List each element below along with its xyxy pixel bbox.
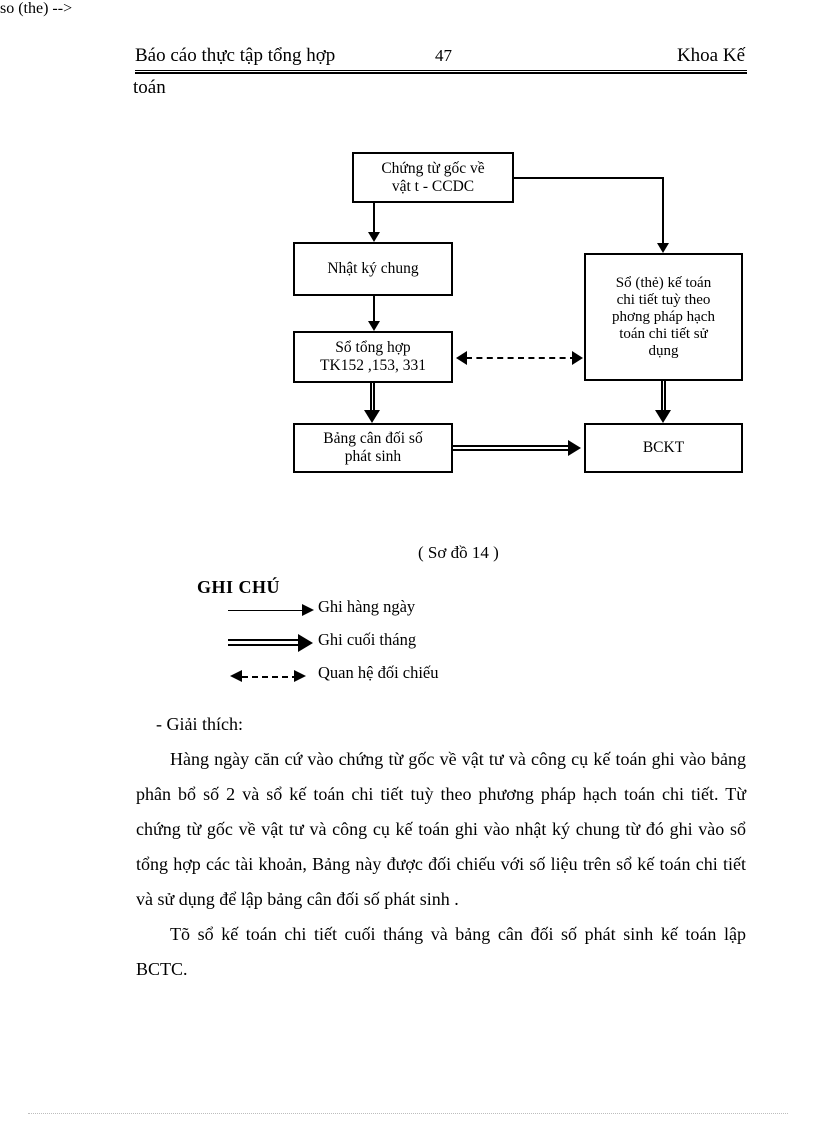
dashed-arrowhead-right-icon <box>294 670 306 682</box>
header-title-right: Khoa Kế <box>676 45 745 66</box>
legend-item-label: Ghi hàng ngày <box>318 597 416 616</box>
legend-item-label: Ghi cuối tháng <box>318 630 417 649</box>
arrowhead-chungtu-nhatky <box>368 232 380 242</box>
node-bang-can-doi-label: Bảng cân đối số phát sinh <box>323 430 423 465</box>
node-chung-tu-goc: Chứng từ gốc về vật t - CCDC <box>352 152 514 203</box>
legend-title: GHI CHÚ <box>197 577 281 597</box>
footer-rule <box>28 1113 788 1114</box>
body-copy: - Giải thích: Hàng ngày căn cứ vào chứng… <box>136 707 746 987</box>
arrowhead-sotonghop-bangcandoi <box>364 410 380 423</box>
legend-item-label: Quan hệ đối chiếu <box>318 663 439 682</box>
connector-chungtu-sothe-vertical <box>662 177 664 245</box>
header-continuation: toán <box>133 77 166 98</box>
arrowhead-doi-chieu-right <box>572 351 583 365</box>
header-rule <box>135 72 747 74</box>
arrowhead-sothe-bckt <box>655 410 671 423</box>
figure-caption: ( Sơ đồ 14 ) <box>418 543 499 562</box>
node-bckt: BCKT <box>584 423 743 473</box>
solid-arrow-icon <box>228 610 304 611</box>
node-so-the-label: Sổ (thẻ) kế toán chi tiết tuỳ theo phơng… <box>612 274 715 359</box>
node-bang-can-doi-so-phat-sinh: Bảng cân đối số phát sinh <box>293 423 453 473</box>
node-nhat-ky-chung: Nhật ký chung <box>293 242 453 296</box>
double-arrow-icon <box>228 639 300 646</box>
solid-arrowhead-icon <box>302 604 314 616</box>
double-arrowhead-icon <box>298 634 313 652</box>
connector-sothe-bckt <box>661 381 666 413</box>
header-title-left: Báo cáo thực tập tổng hợp <box>135 45 336 66</box>
node-so-the-ke-toan-chi-tiet: Sổ (thẻ) kế toán chi tiết tuỳ theo phơng… <box>584 253 743 381</box>
explanation-para-1: Hàng ngày căn cứ vào chứng từ gốc về vật… <box>136 749 746 909</box>
node-so-tong-hop-label: Sổ tổng hợp TK152 ,153, 331 <box>320 339 426 374</box>
page-header: Báo cáo thực tập tổng hợp 47 Khoa Kế <box>135 44 745 70</box>
explanation-lead: - Giải thích: <box>156 714 243 734</box>
arrowhead-bangcandoi-bckt <box>568 440 581 456</box>
connector-doi-chieu-dashed <box>466 357 576 359</box>
dashed-arrowhead-left-icon <box>230 670 242 682</box>
node-bckt-label: BCKT <box>642 439 685 456</box>
arrowhead-doi-chieu-left <box>456 351 467 365</box>
flowchart-diagram: Chứng từ gốc về vật t - CCDC Nhật ký chu… <box>0 0 816 520</box>
connector-bangcandoi-bckt <box>453 445 571 451</box>
header-rule-thin <box>135 70 747 71</box>
arrowhead-chungtu-sothe <box>657 243 669 253</box>
node-nhat-ky-chung-label: Nhật ký chung <box>327 260 419 277</box>
connector-nhatky-sotonghop <box>373 296 375 324</box>
connector-chungtu-sothe-horizontal <box>512 177 664 179</box>
arrowhead-nhatky-sotonghop <box>368 321 380 331</box>
node-so-tong-hop: Sổ tổng hợp TK152 ,153, 331 <box>293 331 453 383</box>
connector-sotonghop-bangcandoi <box>370 383 375 413</box>
explanation-para-2: Tõ sổ kế toán chi tiết cuối tháng và bản… <box>136 924 746 979</box>
dashed-double-headed-arrow-icon <box>242 676 298 678</box>
page-number: 47 <box>435 46 452 65</box>
node-chung-tu-goc-label: Chứng từ gốc về vật t - CCDC <box>381 159 485 195</box>
connector-chungtu-nhatky <box>373 203 375 234</box>
